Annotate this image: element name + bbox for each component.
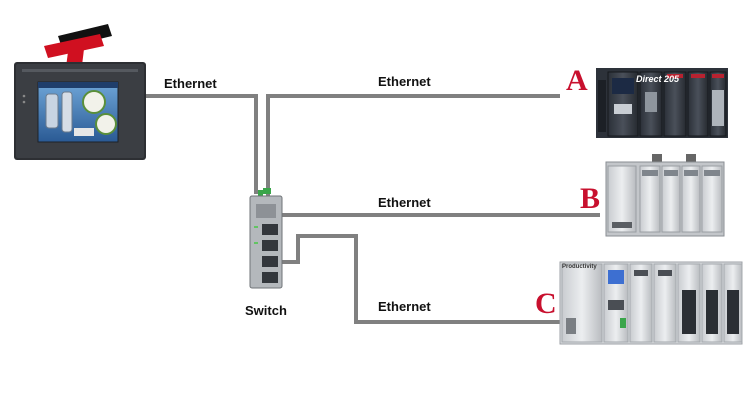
ethernet-label-hmi: Ethernet bbox=[164, 76, 217, 91]
network-switch bbox=[249, 188, 283, 289]
ethernet-label-a: Ethernet bbox=[378, 74, 431, 89]
device-letter-b: B bbox=[580, 182, 601, 215]
device-letter-c: C bbox=[535, 287, 557, 320]
hmi-touch-panel bbox=[14, 62, 146, 160]
switch-label: Switch bbox=[245, 303, 287, 318]
plc-device-b bbox=[605, 154, 725, 237]
device-a-brand: Direct 205 bbox=[636, 74, 680, 84]
plc-device-c bbox=[559, 261, 743, 345]
cable-hmi-to-switch bbox=[146, 94, 258, 194]
device-c-brand: Productivity bbox=[562, 264, 597, 270]
device-letter-a: A bbox=[566, 64, 588, 97]
ethernet-cables bbox=[146, 94, 600, 324]
ethernet-label-c: Ethernet bbox=[378, 299, 431, 314]
plc-device-a bbox=[596, 68, 728, 138]
cable-switch-to-c bbox=[282, 234, 560, 324]
cable-switch-to-a bbox=[266, 94, 560, 196]
ethernet-label-b: Ethernet bbox=[378, 195, 431, 210]
